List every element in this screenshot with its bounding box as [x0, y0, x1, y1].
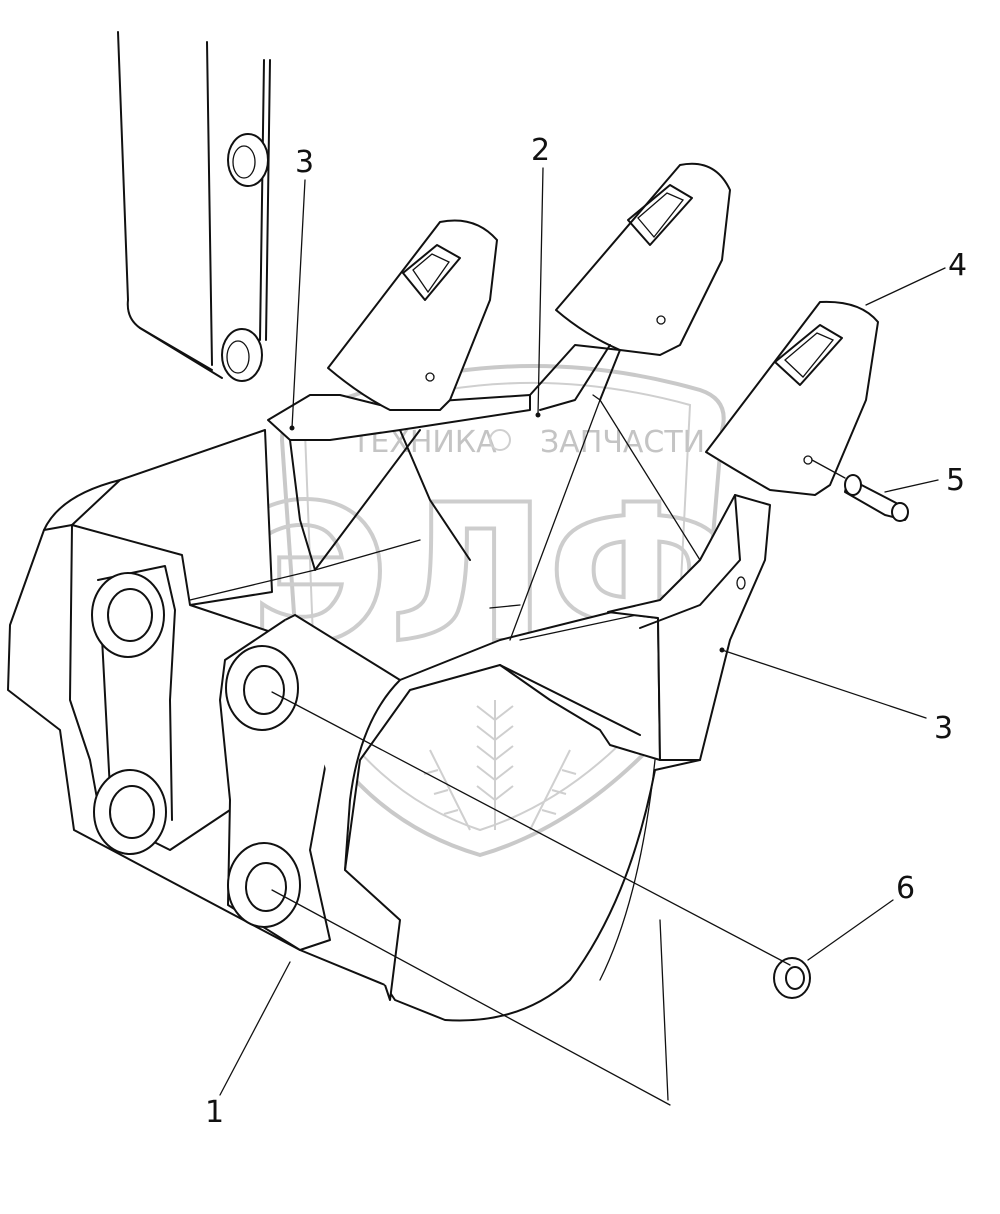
hinge-boss-right-upper — [225, 645, 299, 731]
arm-pin-lower — [221, 328, 263, 382]
ring-collar — [773, 957, 811, 999]
callout-3-lower: 3 — [934, 711, 953, 746]
callout-4: 4 — [948, 248, 967, 283]
adapters — [267, 344, 621, 571]
hinge-boss-right-lower — [227, 842, 301, 928]
callout-3-upper: 3 — [295, 145, 314, 180]
watermark-top-right: ЗАПЧАСТИ — [540, 425, 705, 460]
tooth-center — [539, 162, 731, 411]
tooth-pin — [844, 474, 909, 522]
arm-stick — [117, 31, 271, 382]
tooth-right — [705, 300, 879, 496]
pin-axis-lower — [271, 889, 671, 1106]
leader-lines — [219, 167, 946, 1096]
tooth-left — [327, 219, 498, 411]
wheat-icon — [423, 700, 577, 831]
callout-5: 5 — [946, 463, 965, 498]
callout-2: 2 — [531, 133, 550, 168]
pin-axis-upper — [271, 691, 791, 966]
bucket-body — [7, 429, 701, 1101]
hinge-boss-upper — [91, 572, 165, 658]
hinge-boss-lower — [93, 769, 167, 855]
arm-pin-upper — [227, 133, 269, 187]
callouts: 1 2 3 3 4 5 6 — [205, 133, 967, 1130]
gear-icon — [489, 429, 511, 451]
callout-1: 1 — [205, 1095, 224, 1130]
callout-6: 6 — [896, 871, 915, 906]
